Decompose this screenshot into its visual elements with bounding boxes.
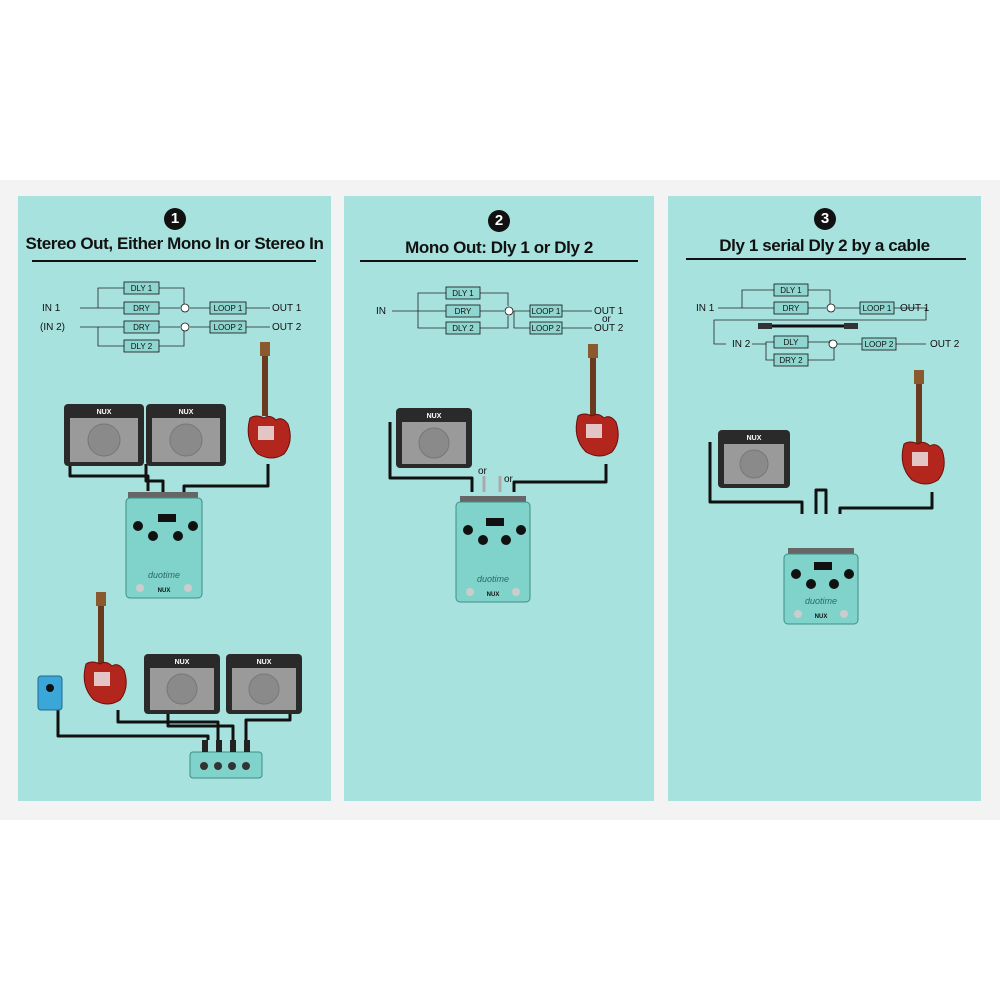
block-label: DRY xyxy=(133,304,150,313)
block-label: DRY xyxy=(455,307,472,316)
block-label: DRY 2 xyxy=(779,356,803,365)
loop-label: LOOP 2 xyxy=(865,340,894,349)
cable xyxy=(166,712,235,740)
output-label: OUT 1 xyxy=(900,303,930,314)
electric-guitar xyxy=(247,342,291,459)
amp-logo: NUX xyxy=(175,659,190,666)
duotime-pedal: duotime NUX xyxy=(455,496,531,603)
loop-label: LOOP 1 xyxy=(863,304,892,313)
amp-right: NUX xyxy=(146,404,226,466)
or-label: or xyxy=(504,474,514,485)
booster-pedal xyxy=(37,675,63,711)
input-label: IN 1 xyxy=(42,303,61,314)
block-dly2 xyxy=(123,339,160,353)
block-label: DLY 1 xyxy=(452,289,474,298)
signal-flow-2: IN DLY 1 DRY DLY 2 LOOP 1 LOOP 2 OUT 1 o… xyxy=(376,286,624,335)
input-label: IN xyxy=(376,306,386,317)
panel-title: Mono Out: Dly 1 or Dly 2 xyxy=(405,238,593,257)
panel-title: Stereo Out, Either Mono In or Stereo In xyxy=(25,234,324,253)
signal-flow-1: IN 1 (IN 2) DLY 1 DRY DRY DLY 2 LOOP 1 L… xyxy=(40,281,302,353)
loop-label: LOOP 2 xyxy=(532,324,561,333)
signal-flow-3: IN 1 DLY 1 DRY LOOP 1 OUT 1 IN 2 DLY DRY… xyxy=(696,283,960,367)
block-label: DLY 1 xyxy=(780,286,802,295)
output-label: OUT 2 xyxy=(272,322,302,333)
block-loop2 xyxy=(209,320,247,334)
block-label: DRY xyxy=(783,304,800,313)
panel-mono-out: 2 Mono Out: Dly 1 or Dly 2 IN DLY 1 DRY … xyxy=(344,196,654,801)
or-label: or xyxy=(478,466,488,477)
cable xyxy=(388,422,474,492)
amp: NUX xyxy=(718,430,790,488)
panel-number-badge: 2 xyxy=(488,210,510,232)
pedal-logo: NUX xyxy=(158,588,171,594)
amp-logo: NUX xyxy=(179,409,194,416)
duotime-pedal: duotime NUX xyxy=(783,548,859,625)
title-underline xyxy=(360,260,638,262)
loop-label: LOOP 2 xyxy=(214,323,243,332)
electric-guitar xyxy=(83,592,127,705)
panel-title: Dly 1 serial Dly 2 by a cable xyxy=(719,236,930,255)
block-dry xyxy=(123,320,160,334)
block-label: DLY 2 xyxy=(131,342,153,351)
output-label: OUT 1 xyxy=(272,303,302,314)
cable xyxy=(182,464,270,496)
or-label: or xyxy=(602,314,612,325)
routing-diagram-1: IN 1 (IN 2) DLY 1 DRY DRY DLY 2 LOOP 1 L… xyxy=(37,281,302,779)
cable xyxy=(814,488,828,514)
block-dry xyxy=(123,301,160,315)
cable xyxy=(708,442,804,514)
output-label: OUT 1 xyxy=(594,306,624,317)
cable xyxy=(244,712,292,740)
block-label: DLY xyxy=(784,338,800,347)
input-label: (IN 2) xyxy=(40,322,65,333)
amp-right: NUX xyxy=(226,654,302,714)
cable xyxy=(512,464,608,492)
amp-logo: NUX xyxy=(747,435,762,442)
title-underline xyxy=(686,258,966,260)
pedal-model: duotime xyxy=(148,570,180,580)
input-label: IN 2 xyxy=(732,339,751,350)
pedal-logo: NUX xyxy=(815,614,828,620)
panel-number-badge: 1 xyxy=(164,208,186,230)
input-label: IN 1 xyxy=(696,303,715,314)
pedal-model: duotime xyxy=(477,574,509,584)
electric-guitar xyxy=(901,370,945,485)
cable xyxy=(838,492,934,514)
title-underline xyxy=(32,260,316,262)
block-label: DLY 1 xyxy=(131,284,153,293)
panel-serial: 3 Dly 1 serial Dly 2 by a cable IN 1 DLY… xyxy=(668,196,981,801)
duotime-pedal: duotime NUX xyxy=(125,492,203,599)
output-label: OUT 2 xyxy=(594,323,624,334)
electric-guitar xyxy=(575,344,619,457)
routing-diagram-3: IN 1 DLY 1 DRY LOOP 1 OUT 1 IN 2 DLY DRY… xyxy=(696,283,960,625)
amp-logo: NUX xyxy=(427,413,442,420)
amp-logo: NUX xyxy=(257,659,272,666)
cable xyxy=(144,464,165,496)
loop-label: LOOP 1 xyxy=(214,304,243,313)
pedal-rear-jacks xyxy=(189,740,263,779)
pedal-model: duotime xyxy=(805,596,837,606)
routing-diagram-2: IN DLY 1 DRY DLY 2 LOOP 1 LOOP 2 OUT 1 o… xyxy=(376,286,624,603)
amp: NUX xyxy=(396,408,472,468)
pedal-logo: NUX xyxy=(487,592,500,598)
amp-left: NUX xyxy=(144,654,220,714)
block-dly1 xyxy=(123,281,160,295)
block-loop1 xyxy=(209,301,247,315)
block-label: DRY xyxy=(133,323,150,332)
block-label: DLY 2 xyxy=(452,324,474,333)
panel-stereo-out: 1 Stereo Out, Either Mono In or Stereo I… xyxy=(18,196,331,801)
output-label: OUT 2 xyxy=(930,339,960,350)
panel-number-badge: 3 xyxy=(814,208,836,230)
amp-logo: NUX xyxy=(97,409,112,416)
cable xyxy=(56,708,210,740)
loop-label: LOOP 1 xyxy=(532,307,561,316)
amp-left: NUX xyxy=(64,404,144,466)
